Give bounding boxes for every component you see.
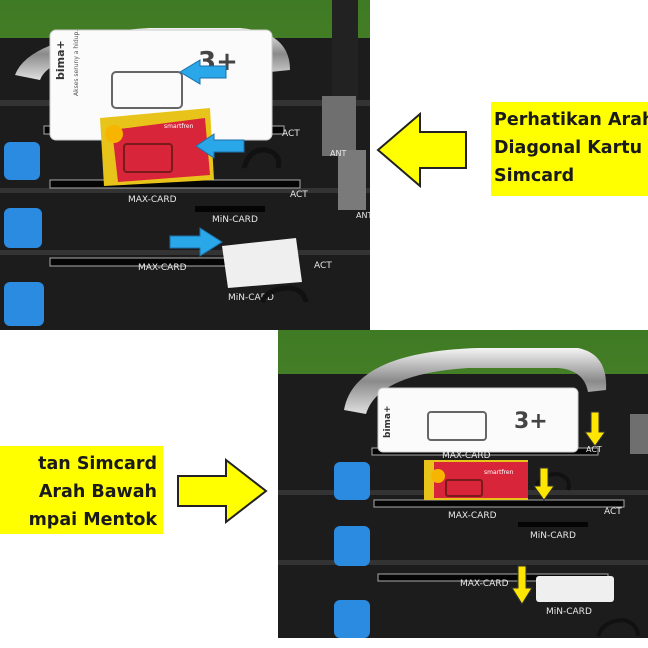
max-card-label: MAX-CARD — [460, 579, 509, 589]
callout-line: mpai Mentok — [28, 510, 157, 530]
min-card-label: MiN-CARD — [546, 607, 592, 617]
antenna — [332, 0, 358, 100]
act-label: ACT — [314, 261, 332, 271]
antenna — [630, 414, 648, 454]
svg-text:smartfren: smartfren — [484, 469, 514, 476]
down-arrow-icon — [533, 467, 555, 501]
min-card-label: MiN-CARD — [530, 531, 576, 541]
pointer-arrow-icon — [169, 227, 223, 257]
act-label: ACT — [290, 190, 308, 200]
min-card-label: MiN-CARD — [228, 293, 274, 303]
pointer-arrow-icon — [195, 133, 245, 159]
down-arrow-icon — [511, 565, 533, 605]
bima-sim-card: bima+ Akses seruny a hidup. 3+ — [49, 29, 273, 141]
micro-sim-card — [536, 576, 614, 602]
right-arrow-icon — [177, 458, 268, 524]
svg-text:bima+: bima+ — [54, 40, 67, 80]
left-arrow-icon — [376, 112, 467, 188]
down-arrow-icon — [584, 411, 606, 447]
act-label: ACT — [586, 445, 602, 454]
callout-bottom: tan Simcard Arah Bawah mpai Mentok — [0, 446, 163, 534]
max-card-label: MAX-CARD — [138, 263, 187, 273]
svg-text:Akses seruny a hidup.: Akses seruny a hidup. — [73, 30, 80, 96]
blue-button — [334, 526, 370, 566]
max-card-label: MAX-CARD — [442, 451, 491, 461]
callout-line: Perhatikan Arah — [494, 110, 648, 130]
callout-line: Arah Bawah — [38, 482, 157, 502]
callout-line: Simcard — [494, 166, 575, 186]
callout-line: Diagonal Kartu — [494, 138, 643, 158]
micro-sim-card — [222, 238, 302, 288]
top-photo: MAX-CARD MAX-CARD MiN-CARD MiN-CARD ACT … — [0, 0, 370, 330]
act-label: ACT — [282, 129, 300, 139]
bima-sim-card: bima+ 3+ — [377, 387, 579, 453]
blue-button — [334, 462, 370, 500]
svg-text:3+: 3+ — [514, 409, 548, 434]
chrome-handle — [344, 348, 607, 414]
blue-button — [4, 142, 40, 180]
callout-line: tan Simcard — [38, 454, 157, 474]
min-card-label: MiN-CARD — [212, 215, 258, 225]
callout-top: Perhatikan Arah Diagonal Kartu Simcard — [491, 102, 648, 196]
bottom-photo: bima+ 3+ MAX-CARD smartfren MAX-CARD MiN… — [278, 330, 648, 638]
pointer-arrow-icon — [179, 59, 227, 85]
smartfren-sim-card: smartfren — [424, 460, 528, 500]
blue-button — [4, 282, 44, 326]
ant-label: ANT — [356, 211, 370, 220]
act-label: ACT — [604, 507, 622, 517]
svg-text:smartfren: smartfren — [164, 123, 194, 130]
max-card-label: MAX-CARD — [448, 511, 497, 521]
smartfren-sim-card: smartfren — [100, 108, 214, 186]
blue-button — [4, 208, 42, 248]
blue-button — [334, 600, 370, 638]
max-card-label: MAX-CARD — [128, 195, 177, 205]
svg-text:bima+: bima+ — [383, 405, 393, 438]
ant-label: ANT — [330, 149, 346, 158]
